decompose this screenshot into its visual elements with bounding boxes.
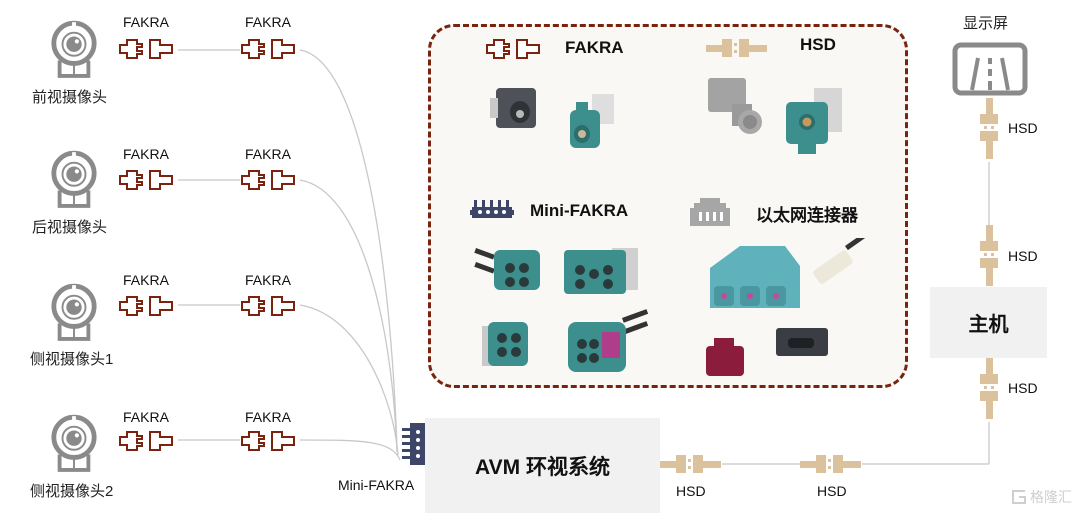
camera-icon — [50, 414, 98, 474]
mini-fakra-product-images — [474, 247, 649, 372]
camera-label: 侧视摄像头1 — [30, 351, 114, 368]
hsd-connector-icon — [706, 38, 770, 58]
display-label: 显示屏 — [963, 15, 1009, 32]
mini-fakra-connector-icon — [402, 423, 426, 465]
fakra-connector-icon — [240, 430, 300, 452]
camera-icon — [50, 150, 98, 210]
connector-label: FAKRA — [123, 146, 169, 162]
avm-system-box: AVM 环视系统 — [425, 418, 660, 513]
section-title-ethernet: 以太网连接器 — [756, 206, 858, 225]
camera-label: 前视摄像头 — [32, 89, 108, 106]
hsd-link-label: HSD — [1008, 380, 1038, 396]
connector-label: FAKRA — [245, 14, 291, 30]
hsd-connector-icon — [979, 225, 999, 289]
ethernet-product-images — [706, 238, 871, 376]
fakra-product-image-teal — [570, 94, 614, 148]
connector-label: FAKRA — [123, 14, 169, 30]
connector-label: FAKRA — [123, 272, 169, 288]
hsd-connector-icon — [800, 454, 864, 474]
wire-curve1 — [299, 49, 398, 449]
section-title-mini-fakra: Mini-FAKRA — [530, 201, 629, 220]
mini-fakra-connector-icon — [470, 200, 514, 218]
fakra-connector-icon — [240, 295, 300, 317]
wire-curve2 — [299, 179, 398, 453]
section-title-fakra: FAKRA — [565, 38, 624, 57]
fakra-connector-icon — [118, 430, 178, 452]
fakra-connector-icon — [118, 38, 178, 60]
avm-input-connector-label: Mini-FAKRA — [338, 477, 415, 493]
head-unit-box: 主机 — [930, 287, 1047, 358]
connector-label: FAKRA — [245, 409, 291, 425]
hsd-link-label: HSD — [1008, 120, 1038, 136]
camera-icon — [50, 20, 98, 80]
hsd-product-image-gray — [708, 78, 762, 134]
section-title-hsd: HSD — [800, 35, 836, 54]
watermark-text: 格隆汇 — [1030, 489, 1072, 505]
hsd-link-label: HSD — [676, 483, 706, 499]
fakra-product-image-black — [490, 88, 536, 128]
fakra-connector-icon — [240, 169, 300, 191]
camera-icon — [50, 283, 98, 343]
display-screen-icon — [952, 42, 1028, 96]
connector-label: FAKRA — [245, 272, 291, 288]
hsd-connector-icon — [979, 358, 999, 422]
fakra-connector-icon — [118, 295, 178, 317]
wire-curve3 — [299, 304, 399, 456]
fakra-connector-icon — [118, 169, 178, 191]
camera-label: 侧视摄像头2 — [30, 483, 114, 500]
camera-label: 后视摄像头 — [32, 219, 108, 236]
connector-label: FAKRA — [245, 146, 291, 162]
ethernet-connector-icon — [690, 198, 730, 226]
watermark-logo-icon — [1012, 490, 1026, 504]
hsd-link-label: HSD — [1008, 248, 1038, 264]
fakra-connector-icon — [485, 38, 545, 60]
hsd-product-image-teal — [786, 88, 842, 154]
wire-curve4 — [299, 439, 401, 461]
hsd-connector-icon — [660, 454, 724, 474]
connector-label: FAKRA — [123, 409, 169, 425]
hsd-link-label: HSD — [817, 483, 847, 499]
watermark: 格隆汇 — [1010, 487, 1072, 507]
fakra-connector-icon — [240, 38, 300, 60]
hsd-connector-icon — [979, 98, 999, 162]
